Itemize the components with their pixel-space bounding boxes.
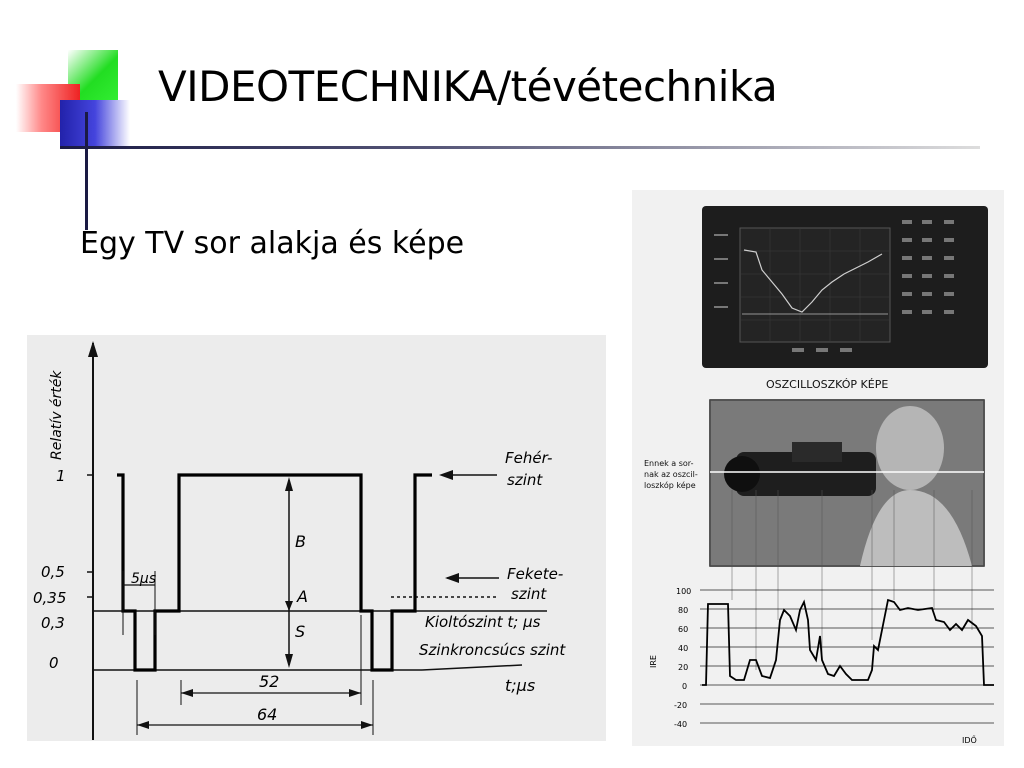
ire-waveform	[702, 598, 994, 686]
label-feher: Fehér-	[505, 449, 552, 467]
ire-grid	[700, 589, 994, 724]
ido-axis-label: IDŐ	[962, 735, 977, 745]
side-note-line-1: Ennek a sor-	[644, 459, 694, 468]
oscilloscope-screen	[739, 227, 891, 343]
y-tick-035: 0,35	[33, 589, 66, 607]
ire-tick-0: 0	[682, 682, 687, 691]
deco-horizontal-line	[60, 146, 980, 149]
ire-tick-100: 100	[676, 587, 691, 596]
ire-tick-60: 60	[678, 625, 688, 634]
tv-line-signal-diagram: Relatív érték 1 0,5 0,35 0,3 0 B	[27, 335, 606, 741]
label-szint-black: szint	[511, 585, 547, 603]
y-tick-0: 0	[49, 654, 59, 672]
label-S: S	[295, 622, 305, 641]
label-5us: 5μs	[131, 571, 156, 587]
ire-tick-20: 20	[678, 663, 688, 672]
y-tick-03: 0,3	[41, 614, 65, 632]
signal-waveform	[117, 473, 432, 672]
slide-title: VIDEOTECHNIKA/tévétechnika	[158, 62, 778, 111]
y-axis-label: Relatív érték	[49, 370, 65, 460]
ire-axis-label: IRE	[649, 655, 658, 668]
video-camera	[736, 452, 876, 496]
label-fekete: Fekete-	[507, 565, 563, 583]
ire-tick-40: 40	[678, 644, 688, 653]
oscilloscope-trace	[743, 249, 883, 313]
deco-blue-square	[60, 100, 130, 148]
label-64: 64	[257, 705, 277, 724]
deco-vertical-line	[85, 112, 88, 230]
label-szinkron: Szinkroncsúcs szint	[419, 641, 566, 659]
y-tick-1: 1	[56, 467, 66, 485]
ire-tick-80: 80	[678, 606, 688, 615]
oscilloscope-panel: OSZCILLOSZKÓP KÉPE Ennek a sor- nak az o…	[632, 190, 1004, 746]
label-A: A	[296, 587, 308, 606]
face	[876, 406, 944, 490]
oscilloscope-caption: OSZCILLOSZKÓP KÉPE	[766, 378, 888, 391]
side-note-line-2: nak az oszcil-	[644, 470, 698, 479]
label-t-us: t;μs	[505, 676, 535, 695]
y-tick-05: 0,5	[41, 563, 65, 581]
oscilloscope-svg: OSZCILLOSZKÓP KÉPE Ennek a sor- nak az o…	[632, 190, 1004, 746]
label-kiolto: Kioltószint t; μs	[425, 613, 541, 631]
ire-tick-minus20: -20	[674, 701, 687, 710]
ire-tick-minus40: -40	[674, 720, 687, 729]
tv-line-signal-svg: Relatív érték 1 0,5 0,35 0,3 0 B	[27, 335, 606, 741]
slide-subtitle: Egy TV sor alakja és képe	[80, 226, 465, 261]
label-szint-white: szint	[507, 471, 543, 489]
label-52: 52	[259, 672, 279, 691]
side-note-line-3: loszkóp képe	[644, 480, 696, 490]
label-B: B	[295, 532, 306, 551]
